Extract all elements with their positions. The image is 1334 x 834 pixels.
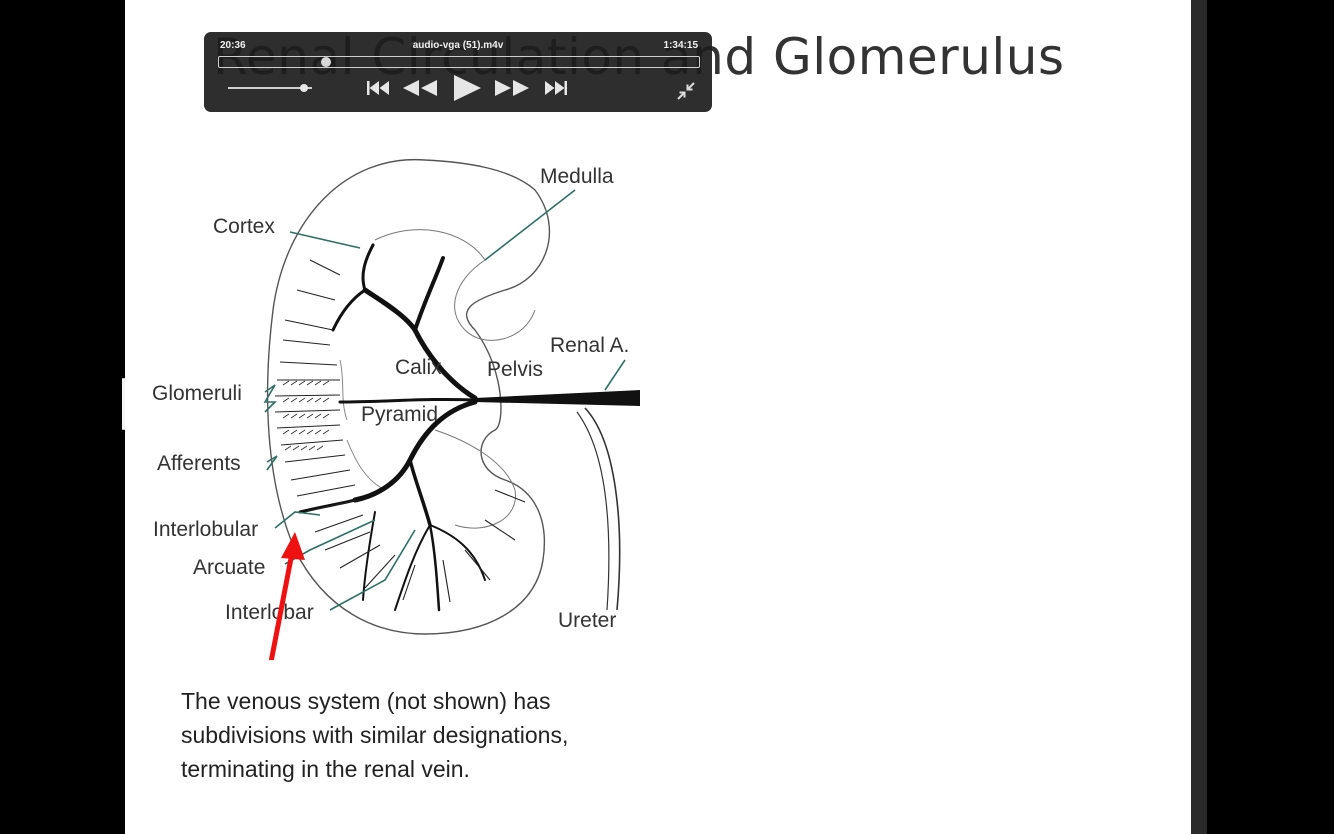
video-filename: audio-vga (51).m4v	[412, 40, 504, 51]
label-ureter: Ureter	[558, 609, 616, 632]
fast-forward-icon[interactable]	[492, 72, 532, 104]
kidney-diagram: Medulla Cortex Renal A. Calix Pelvis Glo…	[152, 158, 640, 660]
interlobular-arteries	[274, 259, 526, 603]
rewind-icon[interactable]	[400, 72, 440, 104]
exit-fullscreen-icon[interactable]	[674, 79, 698, 103]
label-interlobar: Interlobar	[225, 601, 314, 624]
caption-line: The venous system (not shown) has	[181, 688, 551, 714]
scrubber-thumb[interactable]	[321, 57, 332, 67]
slide: Renal Circulation and Glomerulus	[125, 0, 1191, 834]
kidney-outline	[266, 158, 551, 635]
glomeruli-marks	[282, 380, 330, 451]
volume-slider[interactable]	[228, 84, 312, 92]
skip-to-end-icon[interactable]	[540, 72, 570, 104]
medulla-boundary	[374, 229, 536, 341]
label-pyramid: Pyramid	[361, 403, 438, 426]
window-edge	[1191, 0, 1207, 834]
label-interlobular: Interlobular	[153, 518, 258, 541]
label-renal-a: Renal A.	[550, 334, 629, 357]
caption-line: subdivisions with similar designations,	[181, 722, 569, 748]
play-icon[interactable]	[450, 72, 484, 104]
label-arcuate: Arcuate	[193, 556, 265, 579]
volume-thumb[interactable]	[300, 84, 309, 92]
ureter	[584, 407, 621, 611]
transport-controls	[364, 72, 574, 104]
slide-caption: The venous system (not shown) has subdiv…	[181, 684, 568, 786]
label-afferents: Afferents	[157, 452, 241, 475]
pyramid-boundary	[339, 359, 386, 491]
lower-calyx-boundary	[434, 429, 516, 529]
renal-artery	[475, 390, 640, 406]
ureter-inner	[576, 411, 610, 611]
label-calix: Calix	[395, 356, 442, 379]
elapsed-time: 20:36	[220, 40, 246, 51]
label-pelvis: Pelvis	[487, 358, 543, 381]
label-cortex: Cortex	[213, 215, 275, 238]
red-arrow	[268, 532, 305, 660]
label-medulla: Medulla	[540, 165, 614, 188]
timeline-scrubber[interactable]	[218, 56, 700, 68]
caption-line: terminating in the renal vein.	[181, 756, 470, 782]
interlobar-arteries	[298, 243, 486, 612]
video-player-controls[interactable]: 20:36 audio-vga (51).m4v 1:34:15	[204, 32, 712, 112]
total-duration: 1:34:15	[663, 40, 698, 51]
skip-to-start-icon[interactable]	[364, 72, 394, 104]
label-glomeruli: Glomeruli	[152, 382, 242, 405]
